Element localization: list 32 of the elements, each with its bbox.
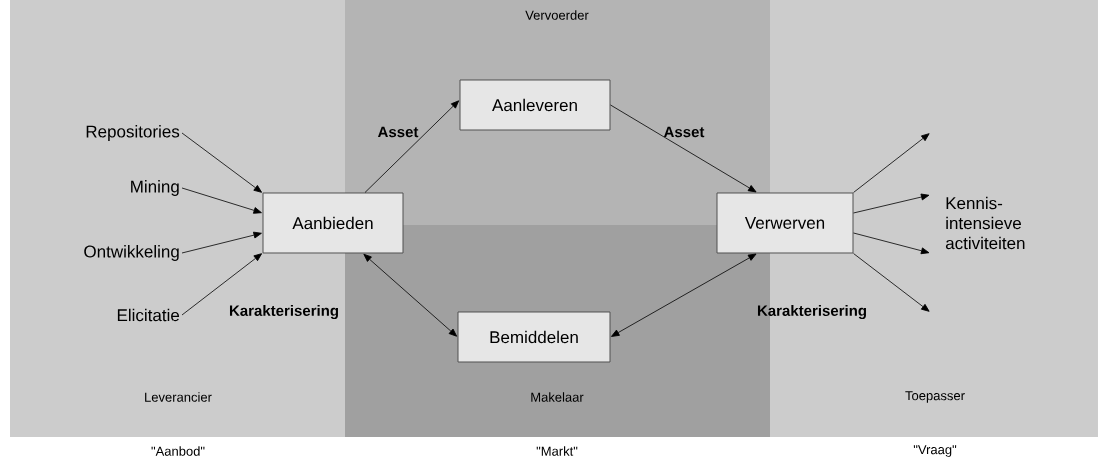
arrow (181, 253, 263, 316)
band-label: Vervoerder (525, 10, 589, 20)
process-box: Aanleveren (459, 79, 611, 131)
source-label: Ontwikkeling (84, 245, 179, 261)
arrow (181, 132, 262, 193)
target-label: Kennis- intensieve activiteiten (945, 196, 1025, 250)
arrow (853, 193, 930, 214)
edge-label: Karakterisering (758, 304, 866, 319)
source-label: Elicitatie (117, 308, 180, 322)
edge-label: Karakterisering (230, 304, 338, 319)
band-label: Leverancier (145, 392, 212, 402)
process-box: Verwerven (716, 192, 854, 254)
column-caption: "Markt" (536, 446, 578, 456)
band-label: Toepasser (905, 391, 965, 403)
source-label: Repositories (86, 125, 180, 141)
process-box: Aanbieden (262, 192, 404, 254)
arrow (610, 104, 757, 193)
arrow (853, 133, 930, 193)
column-caption: "Vraag" (913, 445, 957, 457)
column-caption: "Aanbod" (151, 446, 205, 456)
arrow (853, 232, 930, 255)
band-label: Makelaar (531, 392, 584, 402)
arrow (611, 253, 757, 337)
edge-label: Asset (377, 126, 419, 138)
process-box: Bemiddelen (457, 311, 611, 363)
edge-label: Asset (663, 126, 705, 138)
arrow (853, 253, 930, 312)
source-label: Mining (131, 180, 179, 196)
arrow (363, 253, 458, 337)
arrow (181, 187, 262, 214)
arrow (364, 100, 460, 193)
arrow (181, 231, 262, 254)
